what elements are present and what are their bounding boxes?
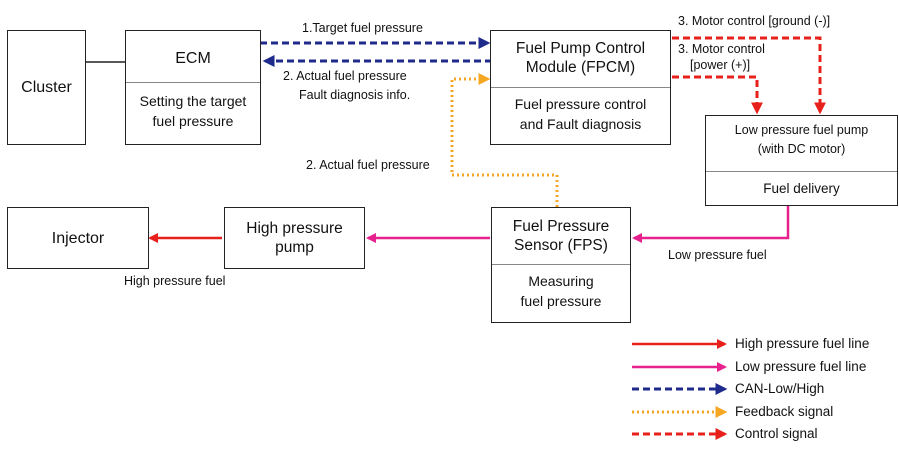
label-motor-control-power-2: [power (+)] <box>690 58 751 72</box>
label-actual-fuel-pressure-feedback: 2. Actual fuel pressure <box>306 158 430 172</box>
fpcm-body: Fuel pressure control and Fault diagnosi… <box>491 88 670 134</box>
fpcm-title: Fuel Pump Control Module (FPCM) <box>491 31 670 87</box>
label-actual-fuel-pressure-can: 2. Actual fuel pressure <box>283 69 407 83</box>
low-pressure-pump-title-line-2: (with DC motor) <box>757 142 846 156</box>
cluster-title: Cluster <box>21 79 72 96</box>
feedback-line <box>450 73 559 207</box>
fps-title-line-2: Sensor (FPS) <box>514 237 608 254</box>
injector-title: Injector <box>51 229 105 247</box>
fps-title-line-1: Fuel Pressure <box>512 218 610 235</box>
fps-title: Fuel Pressure Sensor (FPS) <box>492 208 630 264</box>
control-line-ground <box>672 36 826 115</box>
low-pressure-pump-title: Low pressure fuel pump (with DC motor) <box>706 116 897 171</box>
label-motor-control-power-1: 3. Motor control <box>678 42 765 56</box>
ecm-body-line-1: Setting the target <box>139 93 247 109</box>
fps-body: Measuring fuel pressure <box>492 265 630 311</box>
ecm-title: ECM <box>175 50 211 67</box>
fps-body-line-2: fuel pressure <box>520 293 602 309</box>
low-pressure-pump-box: Low pressure fuel pump (with DC motor) F… <box>705 115 898 206</box>
ecm-divider <box>126 82 260 83</box>
cluster-box: Cluster <box>7 30 86 145</box>
legend-feedback-signal: Feedback signal <box>735 404 834 419</box>
low-pressure-pump-divider <box>706 171 897 172</box>
fpcm-body-line-1: Fuel pressure control <box>514 96 647 112</box>
label-high-pressure-fuel: High pressure fuel <box>124 274 226 288</box>
legend-low-pressure-fuel-line: Low pressure fuel line <box>735 359 867 374</box>
label-motor-control-ground: 3. Motor control [ground (-)] <box>678 14 831 28</box>
low-pressure-pump-title-line-1: Low pressure fuel pump <box>734 123 869 137</box>
ecm-body-line-2: fuel pressure <box>152 113 234 129</box>
fpcm-box: Fuel Pump Control Module (FPCM) Fuel pre… <box>490 30 671 145</box>
ecm-box: ECM Setting the target fuel pressure <box>125 30 261 145</box>
ecm-body: Setting the target fuel pressure <box>126 83 260 131</box>
fps-box: Fuel Pressure Sensor (FPS) Measuring fue… <box>491 207 631 323</box>
low-pressure-pump-body: Fuel delivery <box>763 181 840 196</box>
label-target-fuel-pressure: 1.Target fuel pressure <box>302 21 423 35</box>
high-pressure-pump-title: High pressure pump <box>246 219 343 257</box>
fps-divider <box>492 264 630 265</box>
fpcm-title-line-2: Module (FPCM) <box>525 59 636 76</box>
fpcm-body-line-2: and Fault diagnosis <box>519 116 642 132</box>
label-fault-diagnosis-info: Fault diagnosis info. <box>299 88 411 102</box>
low-pressure-line <box>632 205 790 243</box>
fps-body-line-1: Measuring <box>528 273 594 289</box>
control-line-power <box>672 75 763 115</box>
injector-box: Injector <box>7 207 149 269</box>
fpcm-divider <box>491 87 670 88</box>
high-pressure-pump-title-line-1: High pressure <box>246 220 343 237</box>
fpcm-title-line-1: Fuel Pump Control <box>515 40 646 57</box>
legend-can-low-high: CAN-Low/High <box>735 381 825 396</box>
high-pressure-pump-box: High pressure pump <box>224 207 365 269</box>
legend-high-pressure-fuel-line: High pressure fuel line <box>735 336 870 351</box>
legend-control-signal: Control signal <box>735 426 818 441</box>
high-pressure-pump-title-line-2: pump <box>275 239 314 256</box>
label-low-pressure-fuel: Low pressure fuel <box>668 248 767 262</box>
